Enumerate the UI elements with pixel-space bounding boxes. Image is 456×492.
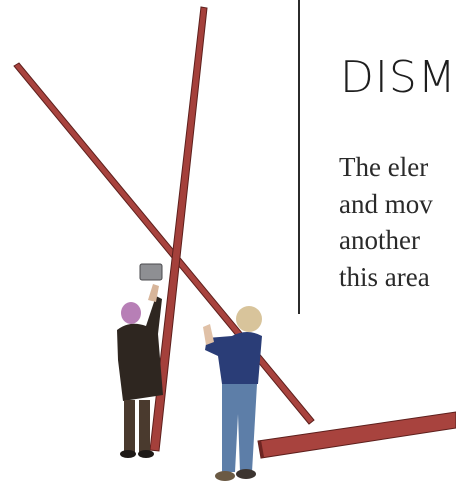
section-heading: DISM — [340, 52, 456, 103]
person-left — [117, 284, 163, 458]
beam-ground — [257, 411, 456, 459]
body-line: and mov — [339, 188, 433, 219]
beam-ground-end — [258, 440, 264, 458]
person-right — [203, 306, 262, 481]
vertical-divider — [298, 0, 300, 314]
beam-vertical — [149, 6, 208, 452]
beam-connector — [139, 263, 163, 281]
body-line: this area — [339, 261, 430, 292]
body-line: another — [339, 225, 420, 255]
body-paragraph: The eler and mov another this area — [339, 149, 433, 295]
body-line: The eler — [339, 152, 429, 182]
